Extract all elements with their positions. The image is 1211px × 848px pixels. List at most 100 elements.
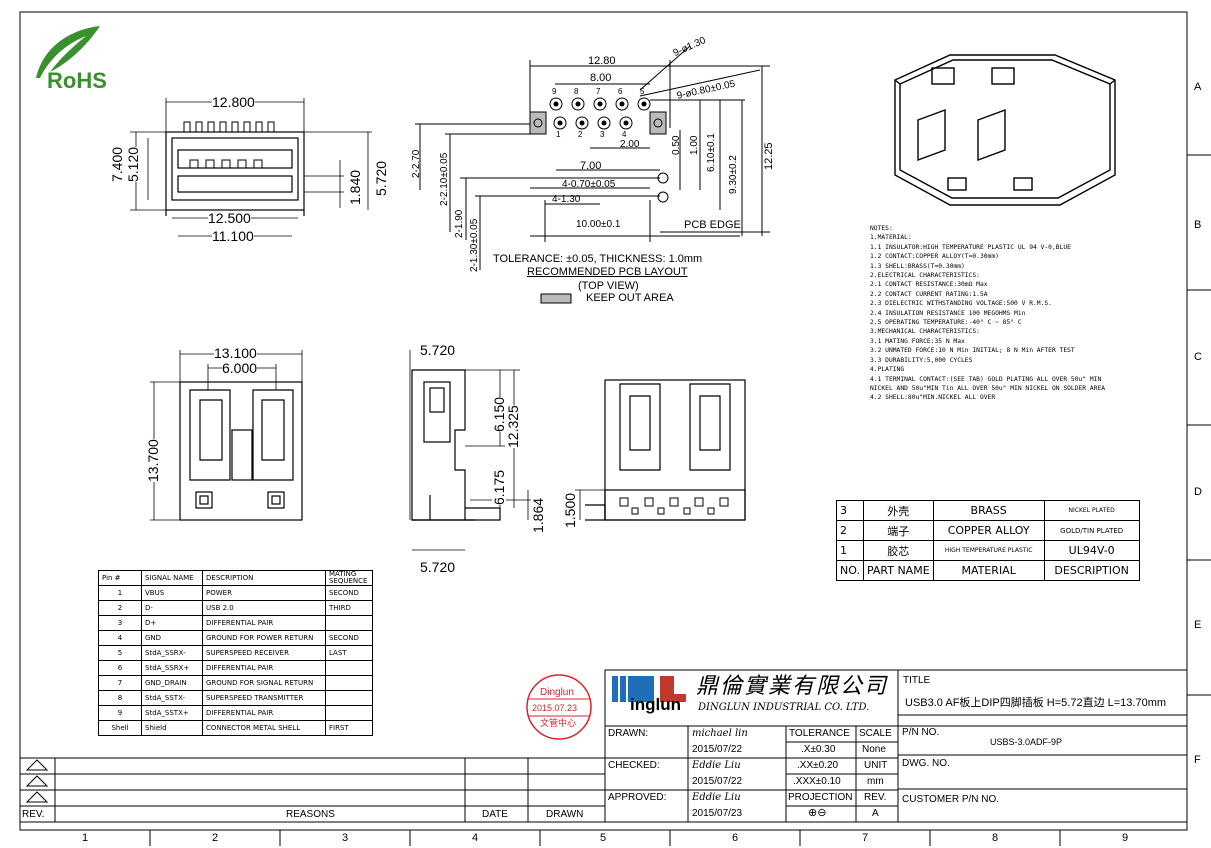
table-cell: StdA_SSTX- (141, 690, 203, 706)
grid-col-8: 8 (992, 832, 999, 844)
drawn-label: DRAWN: (608, 728, 649, 739)
dim-pcb-1225: 12.25 (763, 142, 775, 170)
table-cell (325, 705, 373, 721)
company-name-en: DINGLUN INDUSTRIAL CO. LTD. (698, 702, 870, 713)
pcb-pin-6: 6 (618, 87, 623, 96)
tolerance-label: TOLERANCE (789, 728, 850, 739)
projection-symbol-icon: ⊕⊖ (808, 807, 827, 819)
dim-front-h1: 7.400 (109, 146, 125, 182)
dim-pcb-700: 7.00 (580, 160, 602, 172)
tolerance-1: .X±0.30 (801, 744, 836, 755)
table-cell: 3 (836, 500, 864, 521)
keep-out-label: KEEP OUT AREA (586, 292, 674, 304)
pin-table: Pin # SIGNAL NAME DESCRIPTION MATING SEQ… (98, 570, 373, 736)
pcb-pin-8: 8 (574, 87, 579, 96)
rohs-leaf-icon (36, 26, 100, 78)
dim-side-1864: 1.864 (530, 497, 546, 533)
table-cell: POWER (202, 585, 326, 601)
notes-line: 2.1 CONTACT RESISTANCE:30mΩ Max (870, 281, 988, 289)
dim-top-6000: 6.000 (222, 360, 258, 376)
dim-pcb-800: 8.00 (590, 72, 612, 84)
dim-front-r1: 1.840 (347, 169, 363, 205)
table-cell: StdA_SSRX+ (141, 660, 203, 676)
approval-stamp-icon (526, 674, 592, 740)
dim-side-5720-top: 5.720 (420, 342, 456, 358)
table-cell: THIRD (325, 600, 373, 616)
pcb-pin-9: 9 (552, 87, 557, 96)
grid-col-7: 7 (862, 832, 869, 844)
company-name-cn: 鼎倫實業有限公司 (696, 674, 889, 699)
notes-block: NOTES: 1.MATERIAL: 1.1 INSULATOR:HIGH TE… (870, 224, 1105, 403)
table-cell: DESCRIPTION (202, 570, 326, 586)
scale-value: None (862, 744, 886, 755)
approved-label: APPROVED: (608, 792, 667, 803)
table-cell: MATERIAL (932, 560, 1045, 581)
dim-front-h2: 5.120 (125, 146, 141, 182)
rev-column-label: REV. (22, 809, 45, 820)
dim-front-r2: 5.720 (373, 160, 389, 196)
notes-line: 4.2 SHELL:80u"MIN.NICKEL ALL OVER (870, 394, 996, 402)
table-cell: 3 (98, 615, 142, 631)
logo-text: inglun (630, 695, 681, 714)
table-cell: BRASS (932, 500, 1045, 521)
table-cell: DIFFERENTIAL PAIR (202, 660, 326, 676)
table-cell: D+ (141, 615, 203, 631)
table-cell: SECOND (325, 630, 373, 646)
table-cell: USB 2.0 (202, 600, 326, 616)
table-cell: GND (141, 630, 203, 646)
table-cell: StdA_SSTX+ (141, 705, 203, 721)
table-cell: HIGH TEMPERATURE PLASTIC (932, 540, 1045, 561)
dim-side-6150: 6.150 (491, 396, 507, 432)
table-cell: 4 (98, 630, 142, 646)
notes-line: 3.1 MATING FORCE:35 N Max (870, 337, 965, 345)
rev-label: REV. (864, 792, 887, 803)
table-cell (325, 675, 373, 691)
grid-col-1: 1 (82, 832, 89, 844)
pcb-pin-5: 5 (640, 87, 645, 96)
notes-line: 3.3 DURABILITY:5,000 CYCLES (870, 356, 973, 364)
table-cell: 9 (98, 705, 142, 721)
notes-line: 1.2 CONTACT:COPPER ALLOY(T=0.30mm) (870, 253, 999, 261)
dim-pcb-610: 6.10±0.1 (706, 133, 717, 172)
table-cell: VBUS (141, 585, 203, 601)
grid-col-3: 3 (342, 832, 349, 844)
table-cell: StdA_SSRX- (141, 645, 203, 661)
pcb-pin-1: 1 (556, 130, 561, 139)
table-cell: 8 (98, 690, 142, 706)
table-cell: UL94V-0 (1043, 540, 1140, 561)
table-cell: MATING SEQUENCE (325, 570, 373, 586)
grid-col-6: 6 (732, 832, 739, 844)
approved-date: 2015/07/23 (692, 808, 743, 819)
table-cell: Pin # (98, 570, 142, 586)
notes-line: 1.3 SHELL:BRASS(T=0.30mm) (870, 262, 965, 270)
projection-label: PROJECTION (788, 792, 853, 803)
customer-pn-label: CUSTOMER P/N NO. (902, 794, 1000, 805)
dinglun-logo-icon (612, 676, 686, 702)
table-row: 3 外壳 BRASS NICKEL PLATED (836, 500, 1140, 521)
pn-value: USBS-3.0ADF-9P (990, 737, 1063, 747)
checked-date: 2015/07/22 (692, 776, 743, 787)
table-cell: GOLD/TIN PLATED (1043, 520, 1140, 541)
dim-top-13700: 13.700 (145, 439, 161, 482)
dim-pcb-270: 2-2.70 (411, 149, 422, 178)
tolerance-2: .XX±0.20 (797, 760, 839, 771)
drawing-title: USB3.0 AF板上DIP四脚插板 H=5.72直边 L=13.70mm (905, 697, 1167, 709)
table-cell: LAST (325, 645, 373, 661)
table-cell: DIFFERENTIAL PAIR (202, 615, 326, 631)
table-cell: 2 (836, 520, 864, 541)
dim-back-1500: 1.500 (562, 492, 578, 528)
grid-col-4: 4 (472, 832, 479, 844)
dwg-label: DWG. NO. (902, 758, 950, 769)
table-cell: 1 (98, 585, 142, 601)
notes-line: 3.MECHANICAL CHARACTERISTICS: (870, 328, 980, 336)
table-cell: SUPERSPEED TRANSMITTER (202, 690, 326, 706)
notes-line: 2.3 DIELECTRIC WITHSTANDING VOLTAGE:500 … (870, 300, 1052, 308)
table-row: 2 端子 COPPER ALLOY GOLD/TIN PLATED (836, 520, 1140, 541)
